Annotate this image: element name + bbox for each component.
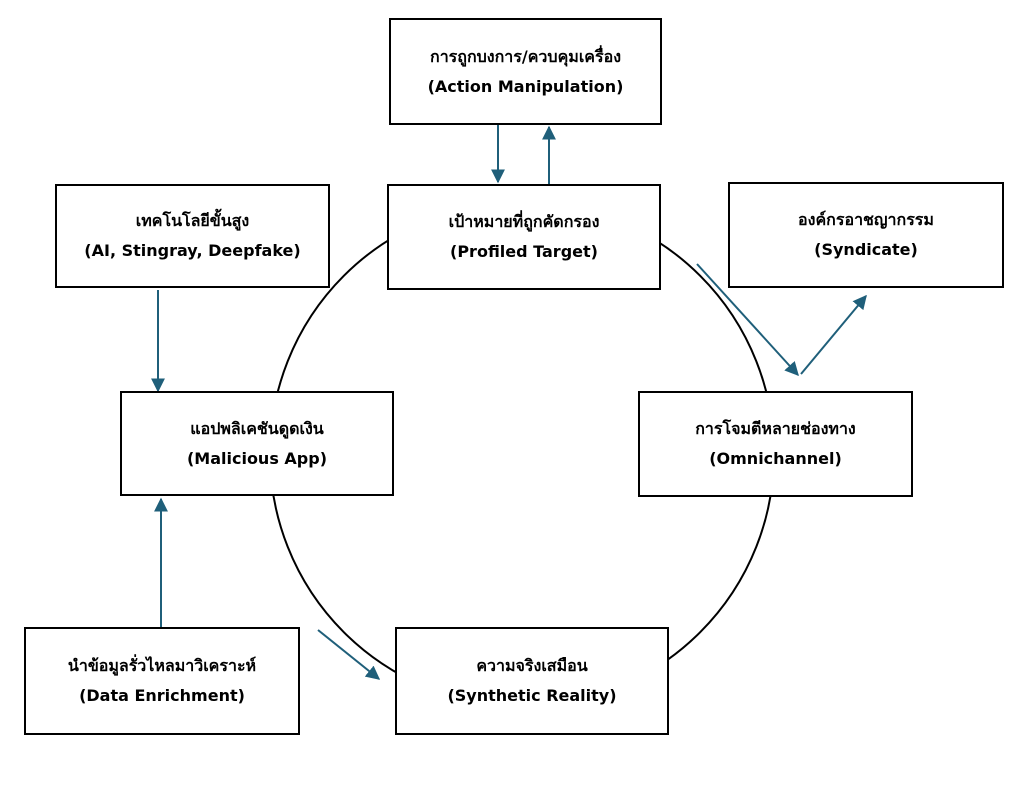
node-tech-english-label: (AI, Stingray, Deepfake) [84,241,301,260]
node-app-english-label: (Malicious App) [186,448,328,468]
node-target-thai-label: เป้าหมายที่ถูกคัดกรอง [448,212,600,231]
node-target-english-label: (Profiled Target) [450,242,598,261]
arrow-omni-to-syndicate [800,294,867,375]
node-action-thai-label: การถูกบงการ/ควบคุมเครื่อง [430,46,621,66]
node-omni-thai-label: การโจมตีหลายช่องทาง [695,419,856,438]
node-malicious-app: แอปพลิเคชันดูดเงิน (Malicious App) [120,391,394,496]
node-data-thai-label: นำข้อมูลรั่วไหลมาวิเคราะห์ [67,656,257,675]
arrow-target-to-omni [696,263,799,377]
node-action-english-label: (Action Manipulation) [427,76,624,96]
node-synthetic-thai-label: ความจริงเสมือน [476,656,588,675]
node-synthetic-english-label: (Synthetic Reality) [447,686,617,705]
node-profiled-target: เป้าหมายที่ถูกคัดกรอง (Profiled Target) [387,184,661,290]
arrow-data-to-synthetic [317,629,381,680]
node-omni-english-label: (Omnichannel) [709,449,842,468]
node-data-english-label: (Data Enrichment) [79,686,245,705]
node-syndicate-english-label: (Syndicate) [814,240,918,259]
node-action-manipulation: การถูกบงการ/ควบคุมเครื่อง (Action Manipu… [389,18,662,125]
node-tech-thai-label: เทคโนโลยีขั้นสูง [135,211,250,230]
node-advanced-technology: เทคโนโลยีขั้นสูง (AI, Stingray, Deepfake… [55,184,330,288]
node-syndicate: องค์กรอาชญากรรม (Syndicate) [728,182,1004,288]
node-synthetic-reality: ความจริงเสมือน (Synthetic Reality) [395,627,669,735]
node-app-thai-label: แอปพลิเคชันดูดเงิน [190,418,324,438]
node-syndicate-thai-label: องค์กรอาชญากรรม [798,210,934,229]
node-omnichannel: การโจมตีหลายช่องทาง (Omnichannel) [638,391,913,497]
node-data-enrichment: นำข้อมูลรั่วไหลมาวิเคราะห์ (Data Enrichm… [24,627,300,735]
